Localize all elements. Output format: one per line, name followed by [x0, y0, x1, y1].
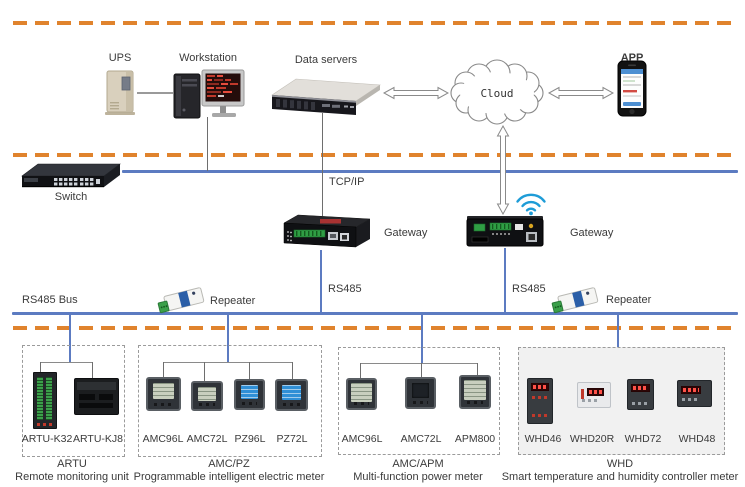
device-label: WHD20R — [569, 433, 615, 445]
workstation-device — [173, 69, 245, 119]
data-server-device — [271, 78, 381, 115]
branch-drop — [163, 362, 164, 377]
gateway1-label: Gateway — [384, 227, 428, 239]
branch-drop — [477, 363, 478, 375]
zone-dashed-line-middle — [13, 153, 735, 157]
device-label: PZ72L — [276, 433, 308, 445]
branch-drop — [360, 363, 361, 378]
amc96l-power-meter — [346, 378, 377, 410]
switch-label: Switch — [54, 191, 88, 203]
whd46-controller — [527, 378, 553, 424]
switch-device — [21, 163, 121, 188]
gateway2-bus-line — [504, 248, 506, 312]
tcpip-ethernet-line — [122, 170, 738, 173]
ups-label: UPS — [108, 52, 132, 64]
whd-drop-line — [617, 315, 619, 365]
group-name: WHD — [606, 458, 634, 470]
amcpz-branch-bar — [163, 362, 293, 363]
group-name: AMC/APM — [392, 458, 444, 470]
gateway1-bus-line — [320, 250, 322, 312]
whd72-controller — [627, 379, 654, 410]
repeater1-label: Repeater — [210, 295, 256, 307]
group-description: Programmable intelligent electric meter — [133, 471, 325, 483]
server-cloud-arrow — [383, 86, 449, 100]
device-label: AMC96L — [341, 433, 383, 445]
app-label: APP — [620, 52, 644, 64]
rs485-bus-line — [12, 312, 738, 315]
apm800-meter — [459, 375, 491, 409]
rs485-left-label: RS485 — [328, 283, 362, 295]
amc72l-meter — [191, 381, 223, 411]
group-description: Remote monitoring unit — [15, 471, 129, 483]
cloud-shape: Cloud — [450, 59, 544, 125]
amcapm-branch-bar — [360, 363, 478, 364]
group-name: AMC/PZ — [208, 458, 250, 470]
branch-drop — [204, 362, 205, 381]
device-label: ARTU-K32 — [21, 433, 73, 445]
artu-k32-device — [33, 372, 57, 429]
amcapm-group-box — [338, 347, 500, 455]
whd48-controller — [677, 380, 712, 407]
device-label: WHD72 — [624, 433, 662, 445]
gateway1-device — [283, 214, 371, 248]
gateway2-device — [466, 216, 544, 247]
ups-device — [105, 70, 135, 115]
data-servers-label: Data servers — [294, 54, 358, 66]
dataserver-gateway-line — [322, 113, 323, 216]
artu-kj8-device — [74, 378, 119, 415]
ups-workstation-link — [137, 92, 173, 94]
branch-drop — [249, 362, 250, 379]
group-name: ARTU — [57, 458, 87, 470]
group-description: Multi-function power meter — [353, 471, 483, 483]
repeater2-label: Repeater — [606, 294, 652, 306]
amcpz-group-box — [138, 345, 322, 457]
workstation-label: Workstation — [179, 52, 237, 64]
device-label: AMC96L — [142, 433, 184, 445]
device-label: WHD48 — [678, 433, 716, 445]
zone-dashed-line-top — [13, 21, 735, 25]
device-label: ARTU-KJ8 — [73, 433, 123, 445]
workstation-drop-line — [207, 117, 208, 171]
branch-drop — [40, 362, 41, 372]
wifi-icon — [516, 193, 546, 216]
amcpz-drop-line — [227, 315, 229, 362]
branch-drop — [292, 362, 293, 379]
artu-branch-bar — [40, 362, 93, 363]
branch-drop — [421, 363, 422, 377]
gateway2-label: Gateway — [570, 227, 614, 239]
rs485-right-label: RS485 — [512, 283, 546, 295]
rs485-bus-label: RS485 Bus — [22, 294, 78, 306]
pz96l-meter — [234, 379, 265, 410]
amc96l-meter — [146, 377, 181, 411]
cloud-app-arrow — [548, 86, 614, 100]
amc72l-power-meter — [405, 377, 436, 409]
device-label: AMC72L — [186, 433, 228, 445]
device-label: AMC72L — [400, 433, 442, 445]
artu-group-box — [22, 345, 125, 457]
tcpip-label: TCP/IP — [329, 176, 365, 188]
device-label: APM800 — [454, 433, 496, 445]
cloud-label: Cloud — [480, 87, 513, 100]
group-description: Smart temperature and humidity controlle… — [501, 471, 739, 483]
pz72l-meter — [275, 379, 308, 411]
whd20r-controller — [577, 382, 611, 408]
repeater2-device — [551, 287, 599, 314]
zone-dashed-line-bottom — [13, 326, 735, 330]
device-label: WHD46 — [524, 433, 562, 445]
device-label: PZ96L — [234, 433, 266, 445]
branch-drop — [92, 362, 93, 378]
artu-drop-line — [69, 315, 71, 362]
repeater1-device — [157, 287, 205, 314]
cloud-gateway-arrow — [496, 125, 510, 215]
app-phone-device — [617, 60, 647, 117]
amcapm-drop-line — [421, 315, 423, 363]
